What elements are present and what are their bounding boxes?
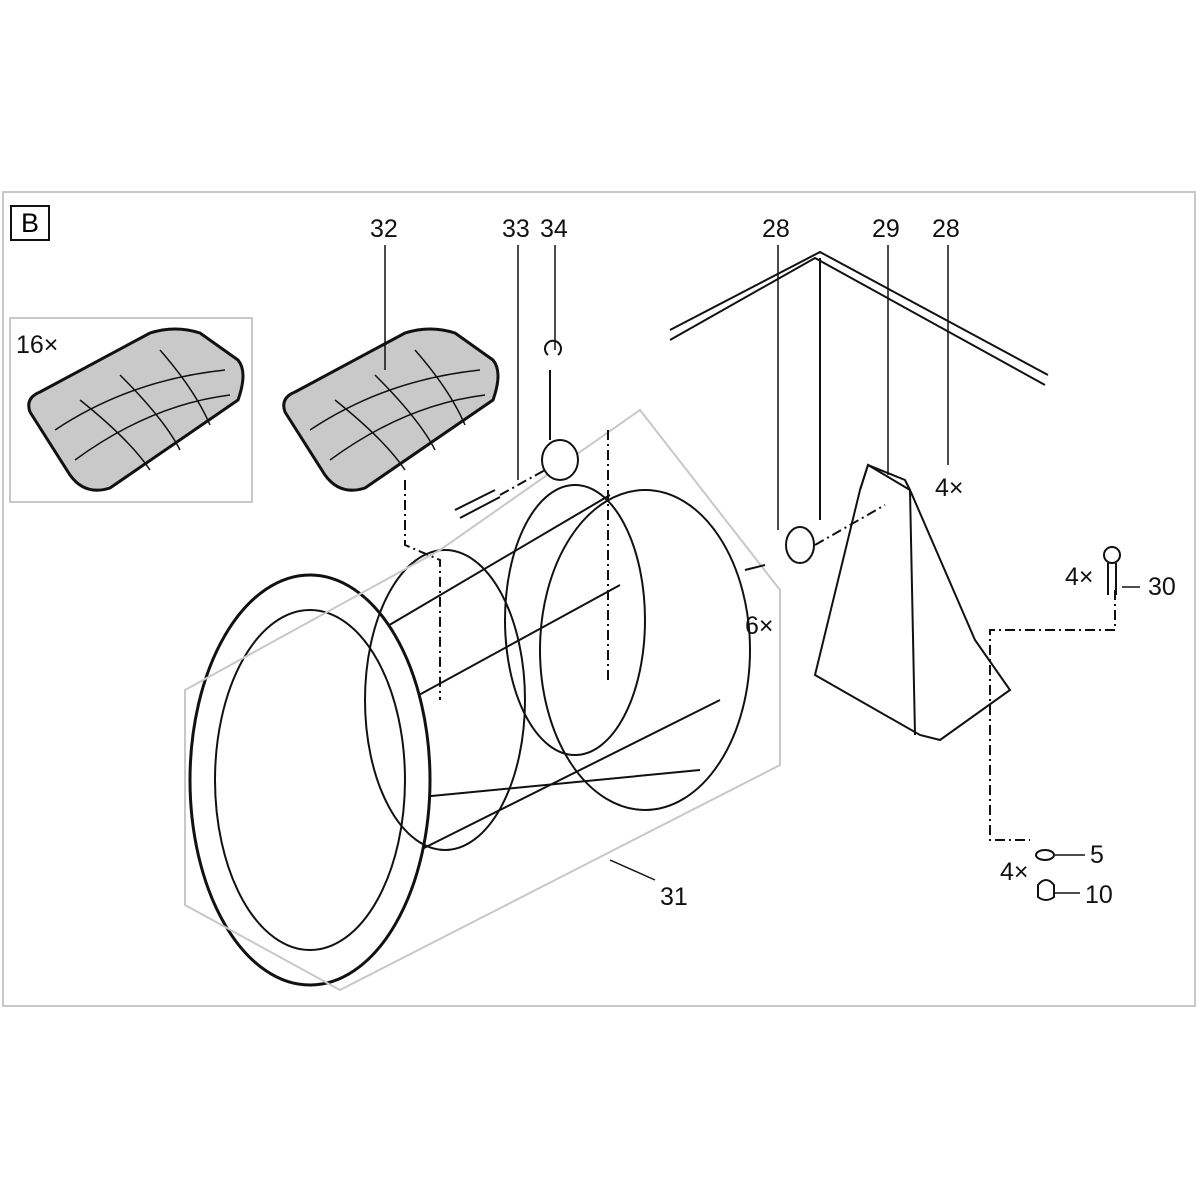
diagram-frame: [2, 191, 1196, 1007]
wall-edge: [669, 250, 1049, 520]
callout-34: 34: [540, 215, 568, 243]
screen-part-32: [282, 327, 500, 492]
callout-10: 10: [1085, 881, 1113, 909]
inset-box: [9, 317, 253, 503]
drum-part-31: [188, 484, 751, 987]
pin-part-33: [454, 489, 501, 519]
callout-31: 31: [660, 883, 688, 911]
washer-nut-parts: [1035, 849, 1055, 901]
callout-33: 33: [502, 215, 530, 243]
callout-28-right: 28: [932, 215, 960, 243]
stand-part-29: [813, 463, 1012, 742]
qty-drum-screws: 6×: [745, 612, 774, 640]
callout-29: 29: [872, 215, 900, 243]
screen-inset-icon: [27, 327, 245, 492]
callout-5: 5: [1090, 841, 1104, 869]
qty-stand-screws: 4×: [935, 474, 964, 502]
qty-washers-nuts: 4×: [1000, 858, 1029, 886]
bolt-part-30: [1103, 546, 1121, 595]
bearing-part-34: [541, 339, 579, 481]
bearing-part-28: [744, 526, 815, 571]
callout-30: 30: [1148, 573, 1176, 601]
section-label: B: [10, 205, 50, 241]
callout-28-left: 28: [762, 215, 790, 243]
qty-bolts: 4×: [1065, 563, 1094, 591]
qty-screens: 16×: [16, 331, 59, 359]
callout-32: 32: [370, 215, 398, 243]
